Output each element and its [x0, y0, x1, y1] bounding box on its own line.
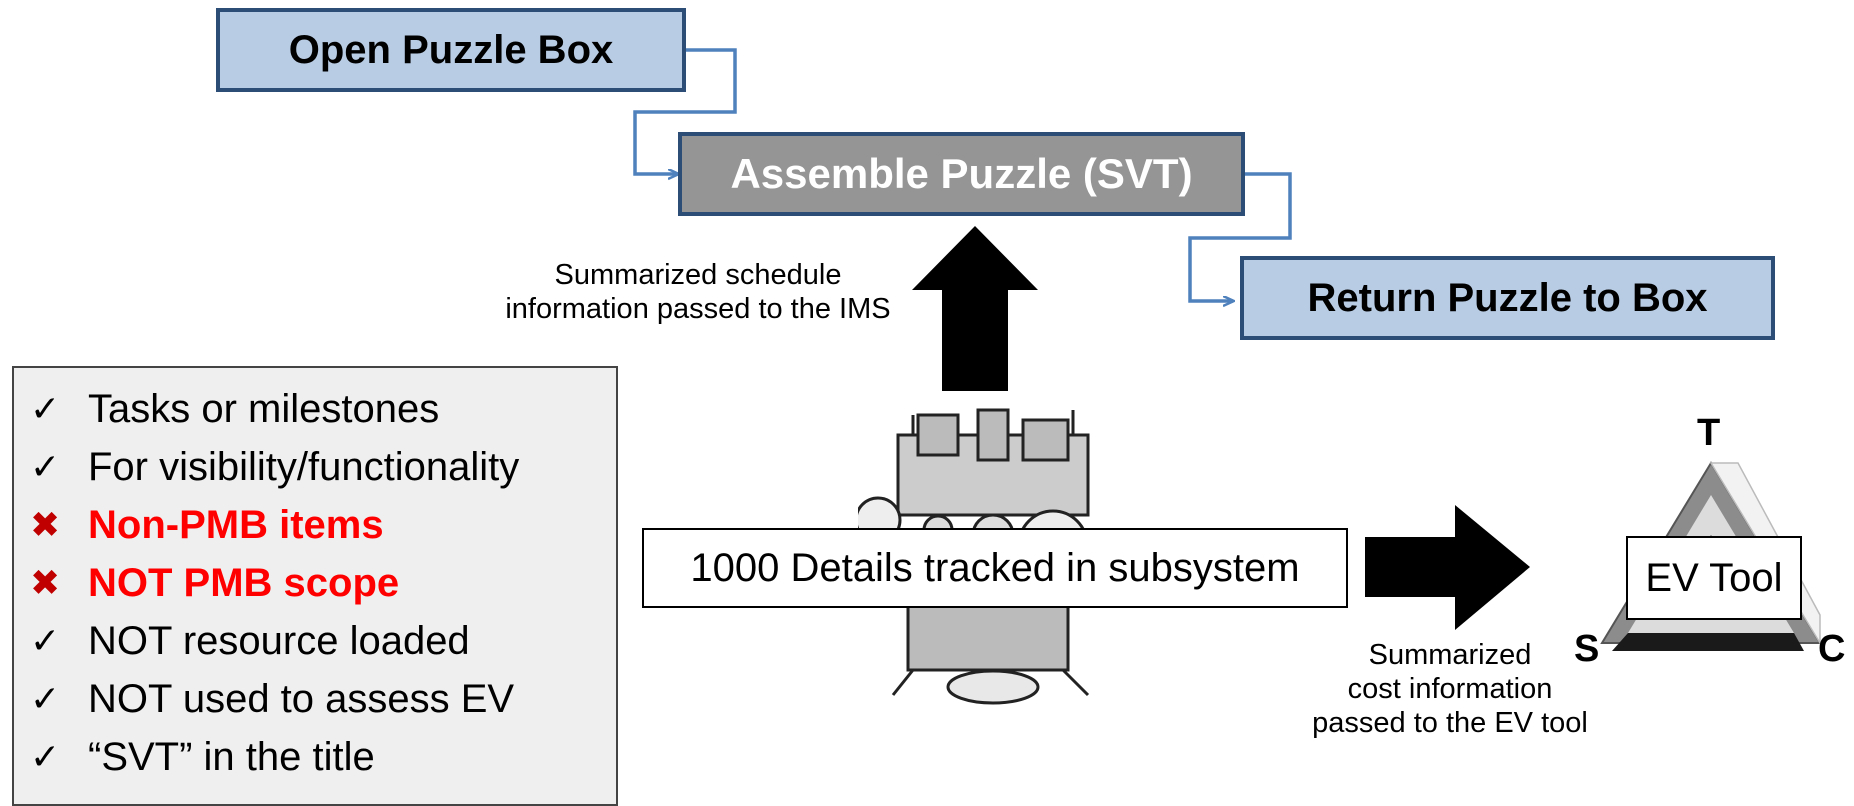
ev-tool-label: EV Tool — [1645, 555, 1783, 600]
checklist-item: ✓ For visibility/functionality — [30, 438, 616, 496]
cost-info-label: Summarized cost information passed to th… — [1312, 639, 1588, 740]
connector-open-to-assemble — [633, 48, 737, 174]
ev-tool-box: EV Tool — [1626, 536, 1802, 620]
open-puzzle-box: Open Puzzle Box — [216, 8, 686, 92]
checklist-item: ✖ NOT PMB scope — [30, 554, 616, 612]
check-icon: ✓ — [30, 678, 61, 719]
checklist-item: ✖ Non-PMB items — [30, 496, 616, 554]
subsystem-details-label: 1000 Details tracked in subsystem — [690, 545, 1300, 590]
up-arrow — [912, 226, 1038, 391]
checklist-item-text: NOT resource loaded — [88, 618, 470, 663]
triangle-vertex-left: S — [1574, 628, 1600, 670]
check-icon: ✓ — [30, 388, 61, 429]
check-icon: ✓ — [30, 620, 61, 661]
check-icon: ✓ — [30, 736, 61, 777]
assemble-puzzle-box-label: Assemble Puzzle (SVT) — [730, 150, 1193, 197]
checklist-item-text: Tasks or milestones — [88, 386, 440, 431]
checklist-item: ✓ “SVT” in the title — [30, 728, 616, 786]
schedule-info-label: Summarized schedule information passed t… — [505, 259, 891, 326]
assemble-puzzle-box: Assemble Puzzle (SVT) — [678, 132, 1245, 216]
checklist-panel: ✓ Tasks or milestones ✓ For visibility/f… — [12, 366, 618, 806]
triangle-vertex-right: C — [1818, 628, 1846, 670]
checklist-item: ✓ NOT used to assess EV — [30, 670, 616, 728]
checklist-item-text: NOT used to assess EV — [88, 676, 515, 721]
connector-assemble-to-return — [1188, 172, 1292, 301]
x-icon: ✖ — [30, 562, 61, 603]
open-puzzle-box-label: Open Puzzle Box — [288, 27, 614, 72]
subsystem-details-box: 1000 Details tracked in subsystem — [642, 528, 1348, 608]
checklist-item: ✓ NOT resource loaded — [30, 612, 616, 670]
right-arrow — [1365, 505, 1530, 630]
checklist-item-text: For visibility/functionality — [88, 444, 520, 489]
return-puzzle-box: Return Puzzle to Box — [1240, 256, 1775, 340]
triangle-vertex-top: T — [1697, 412, 1721, 454]
x-icon: ✖ — [30, 504, 61, 545]
check-icon: ✓ — [30, 446, 61, 487]
checklist-item-text: “SVT” in the title — [88, 734, 375, 779]
return-puzzle-box-label: Return Puzzle to Box — [1307, 275, 1708, 320]
checklist-item-text: Non-PMB items — [88, 502, 384, 547]
checklist-item-text: NOT PMB scope — [88, 560, 400, 605]
checklist-item: ✓ Tasks or milestones — [30, 380, 616, 438]
process-connectors — [633, 48, 1292, 789]
